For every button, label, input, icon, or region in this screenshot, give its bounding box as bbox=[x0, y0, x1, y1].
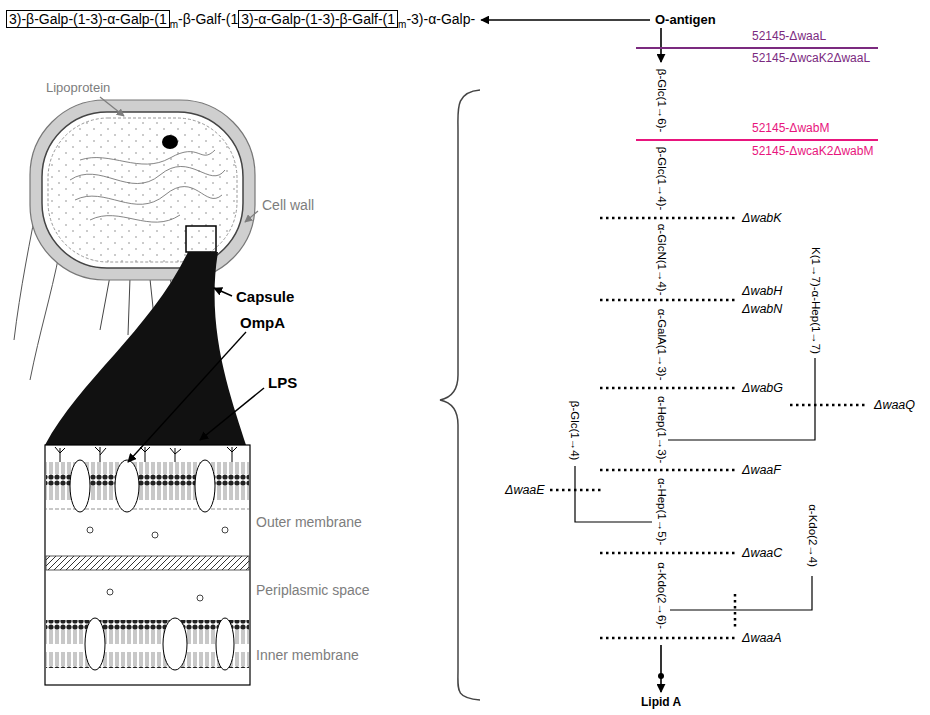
pointer-arrow bbox=[481, 19, 650, 21]
membrane-protein bbox=[85, 618, 105, 670]
branch-line bbox=[668, 358, 815, 440]
sugar-residue: α-GlcN(1→4)- bbox=[654, 224, 667, 296]
cut-line bbox=[600, 469, 736, 472]
mutant-name: 52145-ΔwabM bbox=[752, 122, 829, 136]
membrane-protein bbox=[70, 460, 90, 512]
peptidoglycan bbox=[46, 556, 249, 570]
cut-line bbox=[550, 489, 602, 492]
mutant-name: ΔwaaC bbox=[742, 546, 782, 560]
dotted-cut-lines bbox=[550, 218, 868, 638]
sugar-residue: β-Glc(1→6)- bbox=[655, 69, 668, 132]
sugar-branch: K(1→7)-α-Hep(1→7) bbox=[809, 247, 822, 354]
sugar-sequence: -β-Galf-(1 bbox=[178, 11, 238, 27]
part-label: OmpA bbox=[240, 314, 285, 331]
part-label: Cell wall bbox=[262, 197, 314, 213]
envelope-frame bbox=[45, 445, 250, 685]
mutant-name: ΔwaaF bbox=[742, 463, 781, 477]
curly-bracket bbox=[440, 90, 480, 700]
leader-arrow bbox=[100, 97, 124, 116]
sugar-residue: α-Kdo(2→6)- bbox=[655, 562, 668, 629]
pointer-arrow bbox=[660, 645, 662, 692]
repeat-index: m bbox=[398, 19, 406, 30]
part-label: Capsule bbox=[236, 288, 294, 305]
leader-arrow bbox=[200, 388, 264, 440]
mutant-name: 52145-ΔwcaK2ΔwabM bbox=[752, 145, 873, 159]
part-label: Lipoprotein bbox=[46, 81, 110, 96]
membrane-protein bbox=[195, 460, 215, 512]
zoom-funnel bbox=[45, 252, 246, 445]
cut-line bbox=[734, 594, 737, 628]
structure-name: O-antigen bbox=[655, 13, 716, 28]
membrane-protein bbox=[115, 460, 139, 512]
mutant-name: ΔwaaA bbox=[742, 631, 782, 645]
sugar-residue: β-Glc(1→4)- bbox=[655, 147, 668, 210]
mutant-name: 52145-ΔwaaL bbox=[752, 30, 826, 44]
flagellum bbox=[30, 250, 60, 380]
repeat-unit-box: 3)-β-Galp-(1-3)-α-Galp-(1 bbox=[6, 10, 170, 28]
leader-arrow bbox=[245, 211, 258, 222]
mutant-name: ΔwabG bbox=[742, 381, 783, 395]
repeat-unit-box: 3)-α-Galp-(1-3)-β-Galf-(1 bbox=[238, 10, 398, 28]
layer-label: Outer membrane bbox=[256, 514, 362, 530]
sugar-sequence: -3)-α-Galp- bbox=[406, 11, 475, 27]
lps-molecules bbox=[55, 447, 237, 462]
mutant-name: 52145-ΔwcaK2ΔwaaL bbox=[752, 52, 870, 66]
sugar-residue: α-Hep(1→5)- bbox=[655, 478, 668, 545]
layer-label: Periplasmic space bbox=[256, 582, 370, 598]
dna bbox=[70, 150, 225, 222]
mutant-name: ΔwabN bbox=[742, 302, 782, 316]
pointer-arrow bbox=[660, 28, 662, 62]
mutant-name: ΔwaaE bbox=[505, 483, 545, 497]
nucleoid bbox=[162, 135, 178, 149]
membrane-protein bbox=[216, 618, 234, 670]
sugar-residue: α-GalA(1→3)- bbox=[654, 309, 667, 381]
cut-line bbox=[600, 637, 736, 640]
mutant-name: ΔwabH bbox=[742, 284, 782, 298]
cut-line bbox=[600, 552, 736, 555]
dot bbox=[658, 673, 664, 679]
repeat-index: m bbox=[170, 19, 178, 30]
envelope bbox=[45, 445, 250, 685]
cytoplasm bbox=[48, 118, 237, 262]
sugar-branch: α-Kdo(2→4) bbox=[806, 504, 819, 567]
cut-line bbox=[600, 217, 736, 220]
zoom-box bbox=[186, 226, 216, 252]
pilus bbox=[128, 278, 130, 335]
capsule-layer bbox=[30, 100, 255, 280]
sugar-sequence: 3)-β-Galp-(1-3)-α-Galp-(1 bbox=[9, 11, 167, 27]
part-label: LPS bbox=[268, 374, 297, 391]
cut-line bbox=[636, 139, 878, 141]
mutant-name: ΔwaaQ bbox=[874, 398, 915, 412]
leader-arrow bbox=[214, 288, 232, 296]
mutant-name: ΔwabK bbox=[742, 211, 782, 225]
layer-label: Inner membrane bbox=[256, 647, 359, 663]
structure-name: Lipid A bbox=[641, 696, 681, 710]
cut-line bbox=[600, 387, 736, 390]
branch-line bbox=[575, 466, 652, 522]
periplasm-particles bbox=[87, 527, 228, 601]
cut-line bbox=[790, 404, 868, 407]
o-antigen-chain: 3)-β-Galp-(1-3)-α-Galp-(1m-β-Galf-(13)-α… bbox=[6, 10, 475, 28]
leader-arrow bbox=[128, 332, 246, 462]
branch-line bbox=[670, 576, 812, 610]
sugar-residue: α-Hep(1→3)- bbox=[655, 396, 668, 463]
cell-wall bbox=[42, 112, 243, 268]
cut-line bbox=[636, 47, 878, 49]
pilus bbox=[100, 276, 110, 330]
sugar-branch: β-Glc(1→4) bbox=[568, 401, 581, 461]
membrane-protein bbox=[163, 618, 187, 670]
cut-line bbox=[600, 299, 736, 302]
sugar-sequence: 3)-α-Galp-(1-3)-β-Galf-(1 bbox=[241, 11, 395, 27]
